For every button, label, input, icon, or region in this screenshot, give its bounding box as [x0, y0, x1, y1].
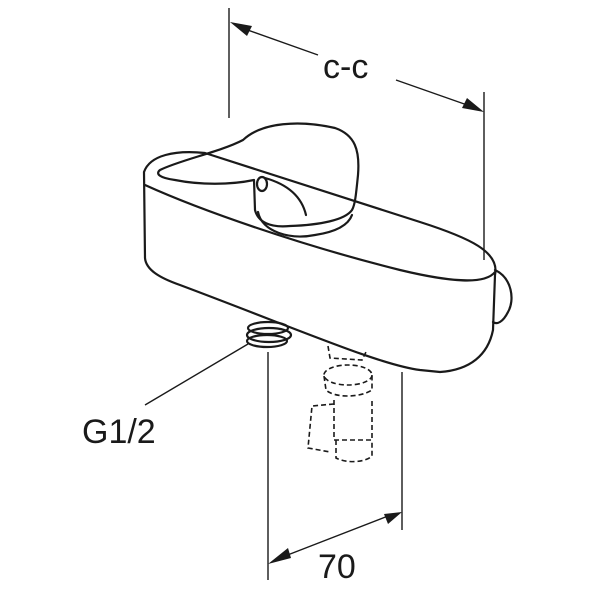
dimension-70	[268, 372, 403, 564]
label-depth-dimension: 70	[318, 548, 356, 586]
dimension-cc	[228, 8, 485, 260]
threaded-inlet	[144, 320, 293, 580]
faucet-body	[142, 122, 513, 374]
label-thread-size: G1/2	[82, 413, 156, 451]
hidden-fitting	[307, 345, 373, 463]
label-center-distance: c-c	[323, 48, 369, 86]
